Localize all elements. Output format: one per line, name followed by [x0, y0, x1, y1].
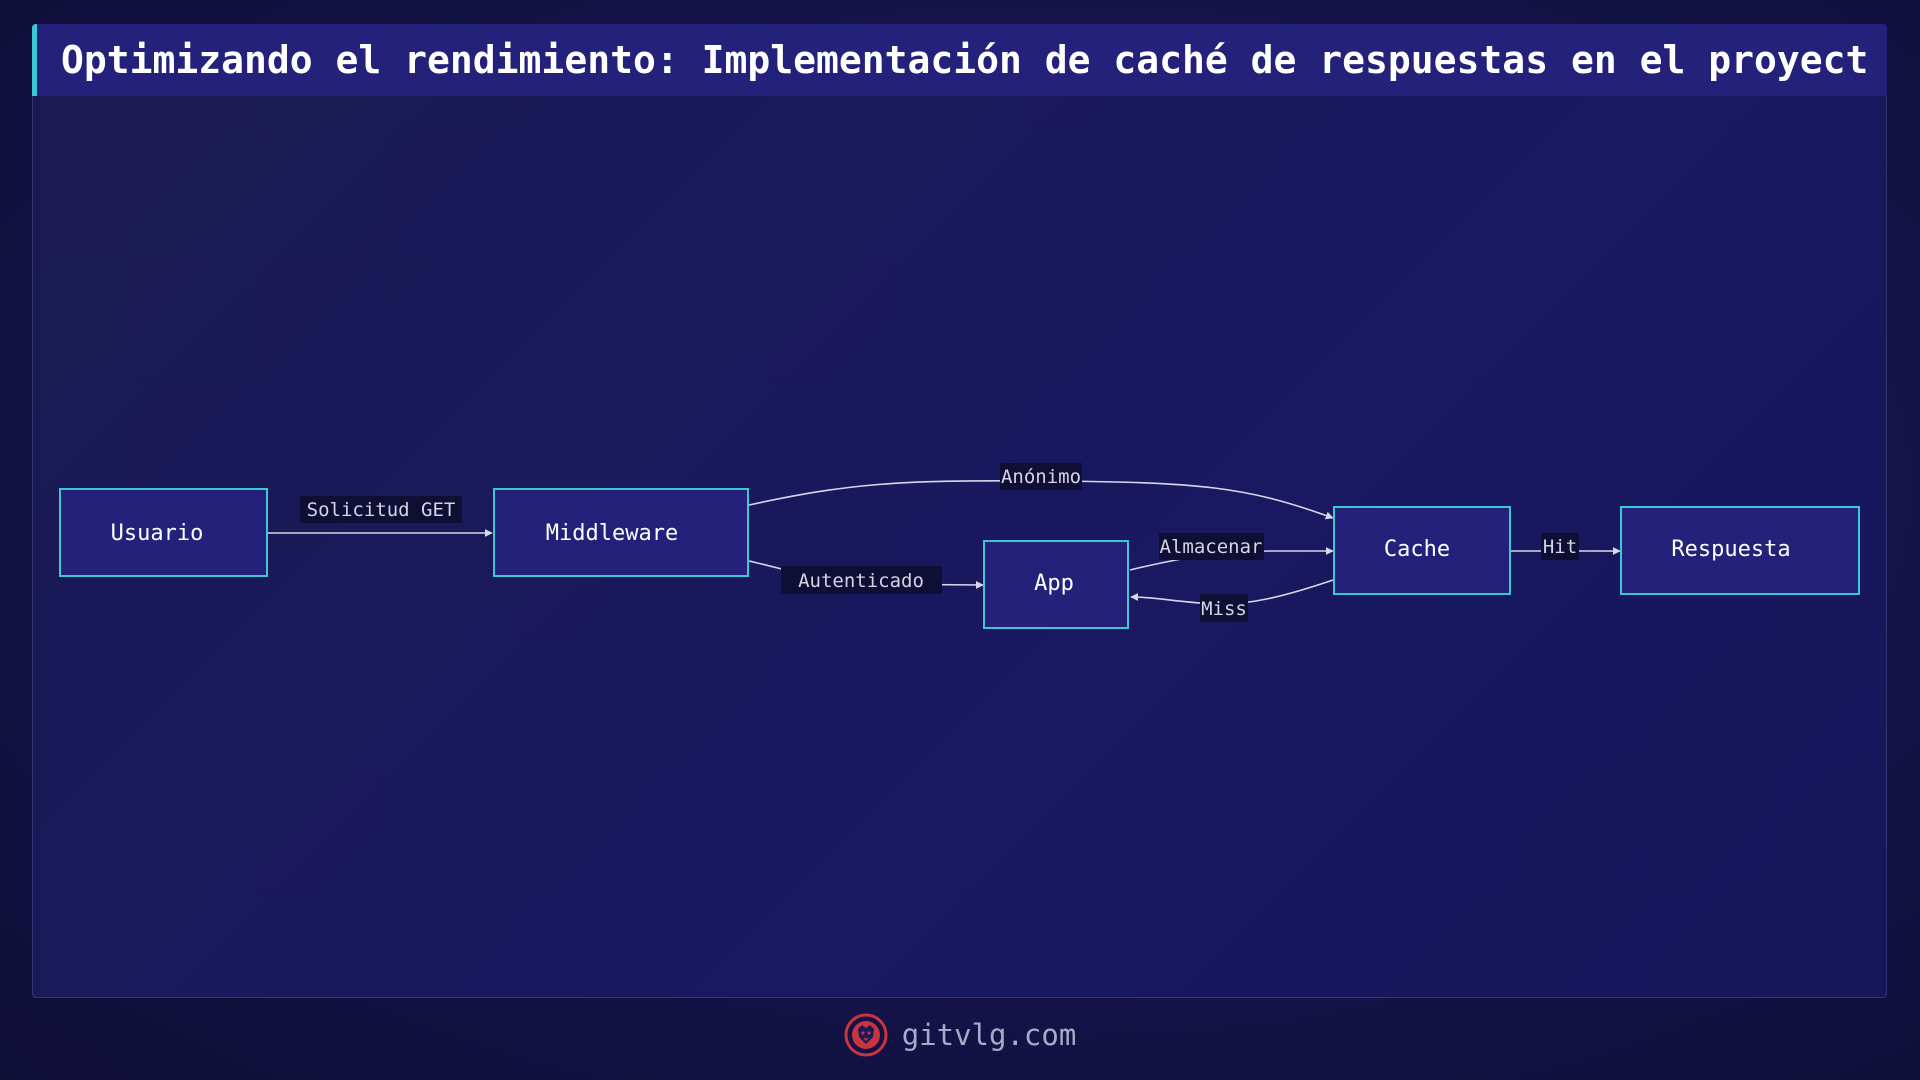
edge-label-miss: Miss [1200, 594, 1248, 622]
edge-label-anonimo: Anónimo [1000, 463, 1082, 490]
node-label: Respuesta [1671, 537, 1790, 562]
node-usuario: Usuario [59, 488, 268, 577]
node-label: Usuario [111, 521, 204, 546]
footer: gitvlg.com [0, 1010, 1920, 1060]
edge-label-text: Hit [1543, 536, 1577, 558]
title-bar: Optimizando el rendimiento: Implementaci… [32, 24, 1887, 96]
edge-label-text: Almacenar [1160, 536, 1263, 558]
edge-label-text: Anónimo [1001, 466, 1081, 488]
edge-label-text: Autenticado [798, 570, 924, 592]
node-label: Cache [1384, 537, 1450, 562]
edge-label-almacenar: Almacenar [1159, 533, 1264, 560]
node-label: Middleware [546, 521, 678, 546]
node-middleware: Middleware [493, 488, 749, 577]
edge-label-autenticado: Autenticado [781, 566, 942, 594]
node-app: App [983, 540, 1129, 629]
node-cache: Cache [1333, 506, 1511, 595]
lion-logo-icon [844, 1013, 888, 1057]
site-url[interactable]: gitvlg.com [901, 1018, 1077, 1052]
edge-label-text: Solicitud GET [307, 499, 456, 521]
edge-label-text: Miss [1201, 598, 1247, 620]
node-label: App [1034, 571, 1074, 596]
edge-label-hit: Hit [1541, 533, 1579, 560]
page-title: Optimizando el rendimiento: Implementaci… [61, 38, 1867, 82]
node-respuesta: Respuesta [1620, 506, 1860, 595]
edge-label-solicitud-get: Solicitud GET [300, 496, 462, 523]
